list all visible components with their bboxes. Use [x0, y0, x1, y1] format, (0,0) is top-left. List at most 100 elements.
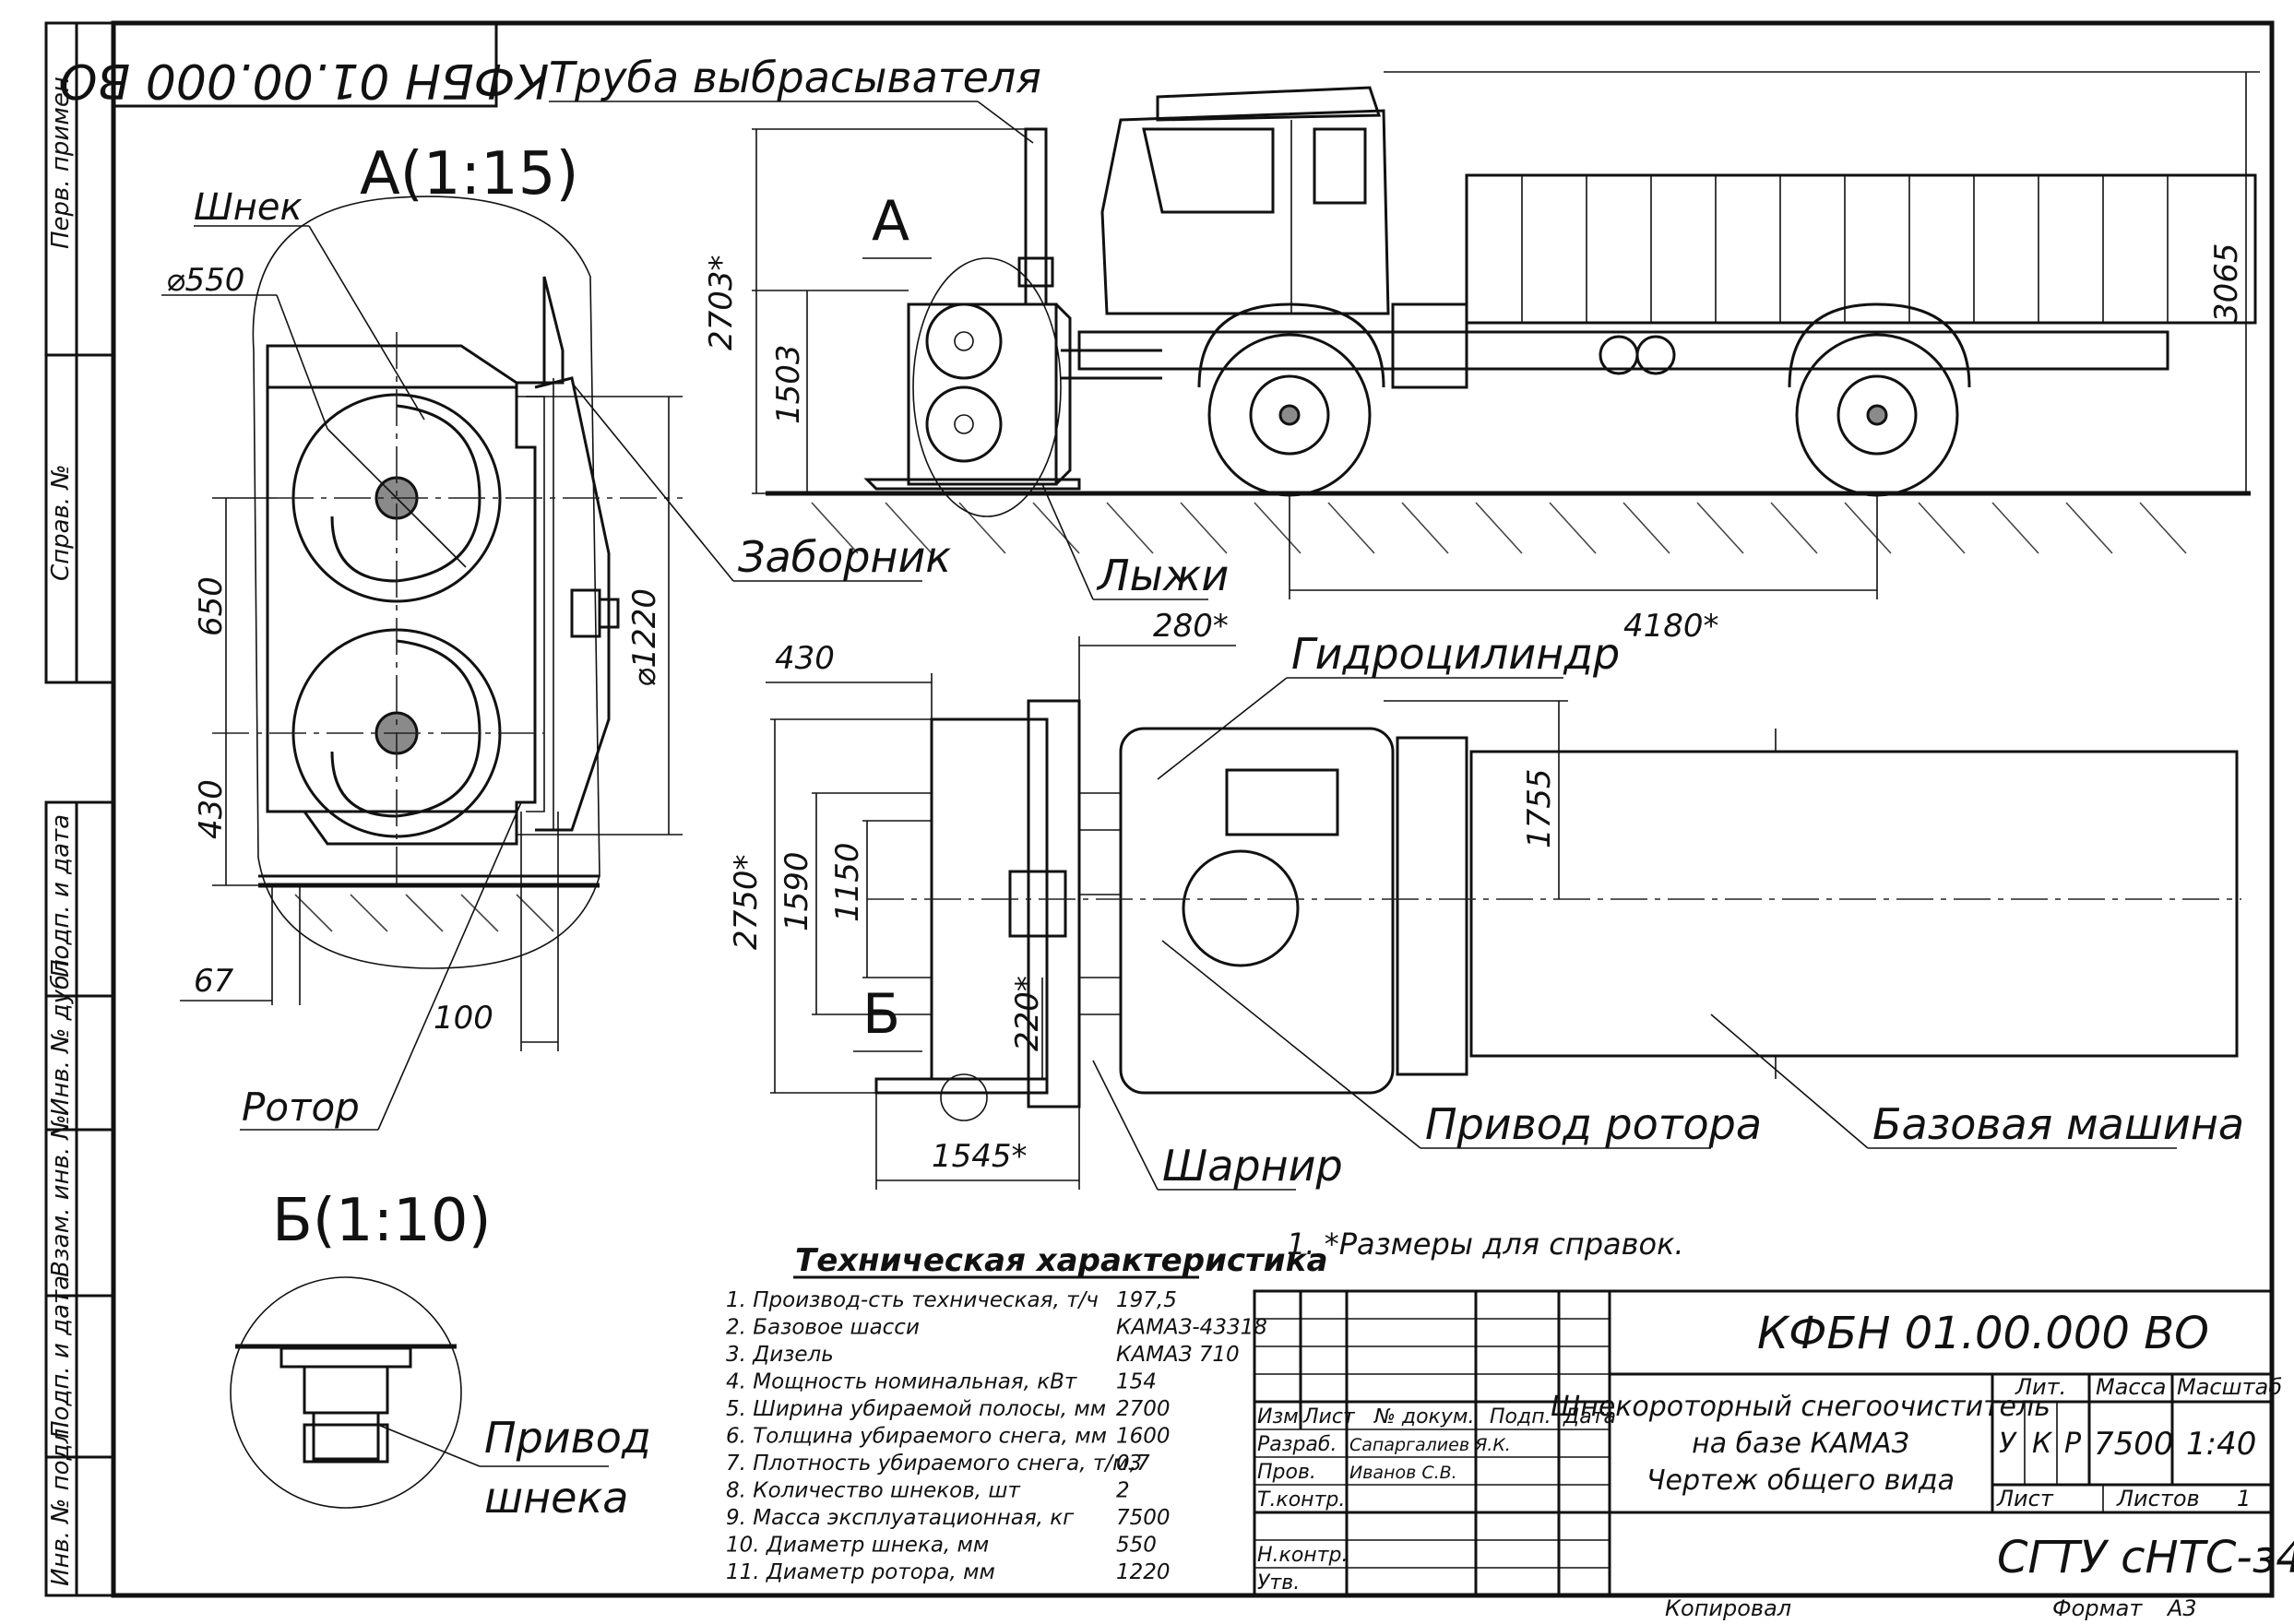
- tb-prov-name: Иванов С.В.: [1349, 1463, 1457, 1483]
- dim-4180: 4180*: [1623, 608, 1719, 645]
- view-b-detail: Б(1:10) Привод шнека: [230, 1187, 651, 1523]
- tb-code: КФБН 01.00.000 ВО: [1757, 1308, 2209, 1359]
- tb-copied: Копировал: [1665, 1595, 1791, 1621]
- tb-sheet: Лист: [1996, 1486, 2054, 1511]
- tb-mass-val: 7500: [2094, 1426, 2174, 1463]
- spec-label: 9. Масса эксплуатационная, кг: [726, 1506, 1075, 1530]
- reference-note: 1. *Размеры для справок.: [1287, 1227, 1684, 1262]
- tb-masshtab: Масштаб: [2177, 1374, 2282, 1400]
- tb-scale-val: 1:40: [2186, 1426, 2256, 1463]
- dim-2703: 2703*: [703, 255, 740, 350]
- label-auger-drive-1: Привод: [484, 1413, 651, 1463]
- tb-format: Формат: [2052, 1595, 2143, 1621]
- blower-unit-side: [907, 302, 1058, 486]
- side-view-truck: 2703* 1503 3065 4180* А Труба выбрасыват…: [549, 53, 2260, 645]
- dim-67: 67: [194, 963, 234, 1000]
- dim-1755: 1755: [1521, 768, 1558, 848]
- cab-top: [1119, 727, 1395, 1095]
- view-a-detail: А(1:15): [161, 140, 683, 1131]
- spec-label: 6. Толщина убираемого снега, мм: [726, 1425, 1107, 1449]
- tb-tkontr: Т.контр.: [1257, 1488, 1345, 1511]
- spec-label: 2. Базовое шасси: [726, 1316, 920, 1340]
- spec-value: 154: [1116, 1370, 1157, 1394]
- tb-format-val: А3: [2166, 1595, 2197, 1621]
- tb-nkontr: Н.контр.: [1257, 1544, 1348, 1567]
- spec-value: 2700: [1116, 1397, 1171, 1421]
- tb-lit-r: Р: [2064, 1428, 2082, 1460]
- tb-name-3: Чертеж общего вида: [1646, 1464, 1955, 1497]
- dim-2750: 2750*: [728, 854, 765, 950]
- tb-sheets-val: 1: [2237, 1486, 2251, 1511]
- marker-a: А: [872, 189, 909, 254]
- spec-value: 197,5: [1116, 1288, 1177, 1312]
- stamp-perv-primen: Перв. примен.: [47, 69, 75, 249]
- tb-lit: Лит.: [2015, 1374, 2066, 1400]
- stamp-vzam-inv: Взам. инв. №: [47, 1114, 75, 1277]
- dim-220: 220*: [1009, 976, 1046, 1051]
- tb-utv: Утв.: [1257, 1571, 1300, 1594]
- dim-1545: 1545*: [932, 1138, 1028, 1175]
- dim-1220: ⌀1220: [626, 588, 663, 687]
- dim-100: 100: [434, 1000, 493, 1037]
- spec-value: 2: [1116, 1479, 1130, 1503]
- dim-280: 280*: [1153, 608, 1229, 645]
- stamp-sprav: Справ. №: [47, 465, 75, 581]
- spec-label: 5. Ширина убираемой полосы, мм: [726, 1397, 1106, 1421]
- label-base-machine: Базовая машина: [1872, 1099, 2244, 1149]
- spec-label: 1. Производ-сть техническая, т/ч: [726, 1288, 1099, 1312]
- tb-h-doc: № докум.: [1373, 1405, 1474, 1428]
- stamp-podp-data-1: Подп. и дата: [47, 814, 75, 978]
- top-stamp-code: КФБН 01.00.000 ВО: [60, 53, 550, 108]
- spec-label: 3. Дизель: [726, 1343, 834, 1367]
- tb-h-izm: Изм.: [1257, 1405, 1305, 1428]
- tb-razrab-name: Сапаргалиев Я.К.: [1349, 1435, 1511, 1455]
- tb-razrab: Разраб.: [1257, 1433, 1337, 1456]
- spec-label: 4. Мощность номинальная, кВт: [726, 1370, 1077, 1394]
- label-discharge-tube: Труба выбрасывателя: [549, 53, 1041, 102]
- dim-1503: 1503: [770, 344, 807, 424]
- label-rotor-drive: Привод ротора: [1425, 1099, 1762, 1149]
- stamp-inv-podl: Инв. № подл.: [47, 1421, 75, 1586]
- title-block: Изм. Лист № докум. Подп. Дата Разраб. Са…: [1253, 1289, 2294, 1621]
- spec-value: 1600: [1116, 1425, 1171, 1449]
- spec-value: КАМАЗ-43318: [1116, 1316, 1267, 1340]
- tb-name-2: на базе КАМАЗ: [1692, 1428, 1909, 1460]
- spec-value: 1220: [1116, 1560, 1171, 1584]
- label-intake: Заборник: [738, 532, 951, 582]
- label-hinge: Шарнир: [1162, 1141, 1343, 1191]
- spec-value: КАМАЗ 710: [1116, 1343, 1240, 1367]
- label-auger: Шнек: [194, 186, 303, 229]
- dim-650: 650: [193, 576, 230, 636]
- view-b-title: Б(1:10): [272, 1187, 492, 1255]
- tb-org: СГТУ сНТС-з41: [1997, 1532, 2294, 1583]
- stamp-podp-data-2: Подп. и дата: [47, 1275, 75, 1439]
- top-view: Б 2750* 1590 1150 430 280* 220* 1545* 17…: [728, 608, 2244, 1191]
- tb-lit-u: У: [1999, 1428, 2017, 1460]
- spec-value: 550: [1116, 1534, 1157, 1558]
- tb-name-1: Шнекороторный снегоочиститель: [1551, 1391, 2050, 1423]
- label-rotor: Ротор: [242, 1085, 360, 1130]
- dim-430-b: 430: [775, 640, 835, 677]
- tb-h-date: Дата: [1563, 1405, 1616, 1428]
- spec-label: 7. Плотность убираемого снега, т/м3: [726, 1452, 1142, 1476]
- dim-550: ⌀550: [166, 262, 244, 299]
- dim-3065: 3065: [2208, 243, 2245, 323]
- label-skis: Лыжи: [1096, 551, 1229, 600]
- tb-h-list: Лист: [1302, 1405, 1356, 1428]
- dim-1150: 1150: [829, 842, 866, 922]
- specs-title: Техническая характеристика: [795, 1242, 1328, 1279]
- label-hydraulic-cylinder: Гидроцилиндр: [1291, 629, 1620, 679]
- spec-label: 10. Диаметр шнека, мм: [726, 1534, 989, 1558]
- spec-label: 8. Количество шнеков, шт: [726, 1479, 1020, 1503]
- discharge-tube: [1024, 127, 1048, 306]
- label-auger-drive-2: шнека: [484, 1473, 628, 1523]
- tb-massa: Масса: [2096, 1374, 2167, 1400]
- dim-1590: 1590: [779, 851, 815, 931]
- stamp-inv-dubl: Инв. № дубл.: [47, 952, 75, 1116]
- spec-label: 11. Диаметр ротора, мм: [726, 1560, 995, 1584]
- tb-lit-k: К: [2032, 1428, 2053, 1460]
- tb-prov: Пров.: [1257, 1461, 1316, 1484]
- specs-table: Техническая характеристика 1. Производ-с…: [726, 1242, 1328, 1584]
- dim-430-a: 430: [193, 779, 230, 839]
